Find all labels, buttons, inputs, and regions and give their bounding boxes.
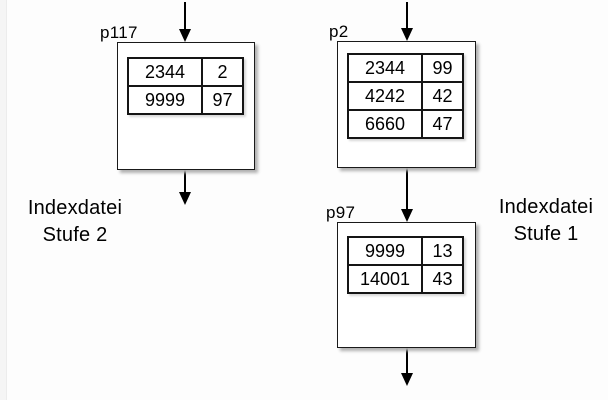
caption-line: Stufe 1 [513, 223, 579, 245]
pointer-cell: 47 [421, 109, 464, 139]
key-cell: 14001 [347, 264, 423, 294]
arrow-down-icon [179, 192, 191, 205]
pointer-cell: 43 [421, 264, 464, 294]
key-cell: 6660 [347, 109, 423, 139]
caption-line: Indexdatei [498, 196, 594, 218]
page-label-p97: p97 [326, 203, 356, 222]
key-cell: 2344 [347, 53, 423, 83]
index-table-p117: 2344 2 9999 97 [127, 57, 244, 115]
connector-line [406, 347, 408, 374]
caption-indexdatei-stufe-1: Indexdatei Stufe 1 [486, 194, 606, 248]
table-row: 4242 42 [347, 81, 464, 111]
caption-line: Stufe 2 [42, 224, 108, 246]
table-row: 9999 97 [127, 85, 244, 115]
index-page-box-p97: 9999 13 14001 43 [337, 222, 476, 348]
connector-line [406, 168, 408, 210]
index-page-box-p117: 2344 2 9999 97 [117, 42, 255, 170]
pointer-cell: 42 [421, 81, 464, 111]
scan-left-edge [0, 0, 7, 400]
connector-line [184, 2, 186, 30]
connector-line [406, 2, 408, 29]
arrow-down-icon [401, 373, 413, 386]
page-label-p117: p117 [100, 23, 138, 42]
pointer-cell: 2 [201, 57, 244, 87]
index-table-p97: 9999 13 14001 43 [347, 236, 464, 294]
table-row: 2344 2 [127, 57, 244, 87]
caption-indexdatei-stufe-2: Indexdatei Stufe 2 [10, 195, 140, 249]
index-table-p2: 2344 99 4242 42 6660 47 [347, 53, 464, 139]
caption-line: Indexdatei [27, 197, 123, 219]
connector-line [184, 170, 186, 193]
key-cell: 9999 [347, 236, 423, 266]
index-page-box-p2: 2344 99 4242 42 6660 47 [337, 41, 476, 168]
arrow-down-icon [179, 29, 191, 42]
table-row: 9999 13 [347, 236, 464, 266]
table-row: 2344 99 [347, 53, 464, 83]
pointer-cell: 97 [201, 85, 244, 115]
pointer-cell: 99 [421, 53, 464, 83]
table-row: 14001 43 [347, 264, 464, 294]
key-cell: 2344 [127, 57, 203, 87]
table-row: 6660 47 [347, 109, 464, 139]
key-cell: 9999 [127, 85, 203, 115]
arrow-down-icon [401, 28, 413, 41]
arrow-down-icon [401, 209, 413, 222]
page-label-p2: p2 [329, 22, 349, 41]
pointer-cell: 13 [421, 236, 464, 266]
key-cell: 4242 [347, 81, 423, 111]
